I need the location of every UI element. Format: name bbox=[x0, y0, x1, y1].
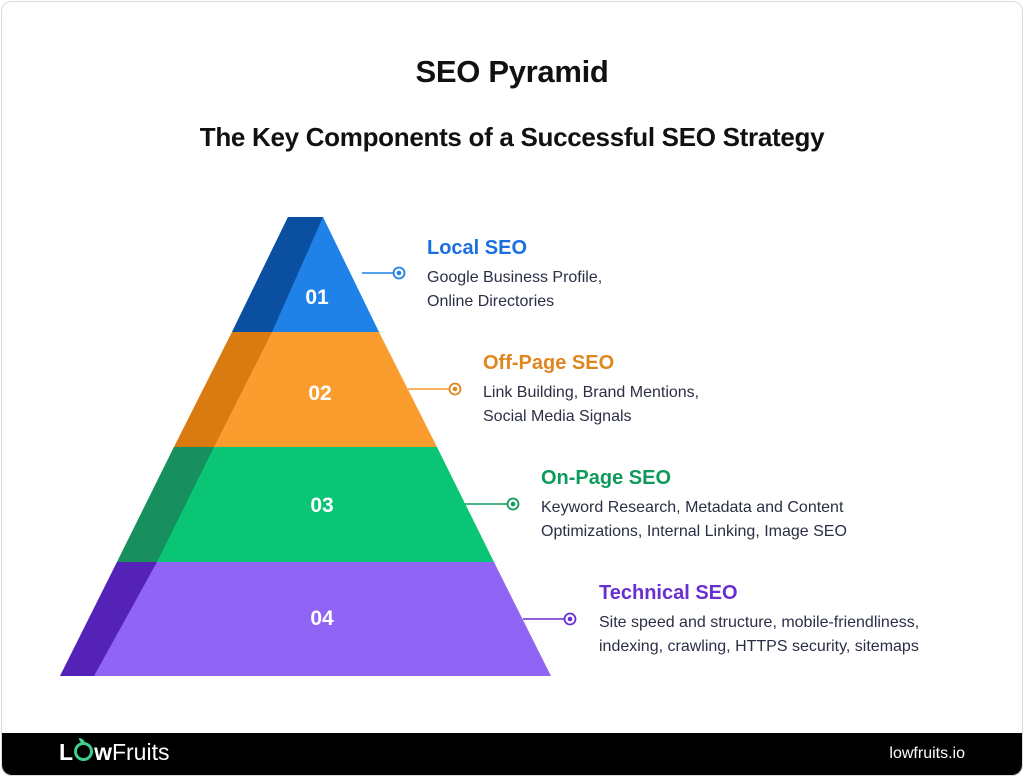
pyramid-tier-1 bbox=[232, 217, 406, 332]
tier-text-line: Keyword Research, Metadata and Content bbox=[541, 499, 844, 516]
tier-description-4: Technical SEO Site speed and structure, … bbox=[599, 581, 919, 659]
pyramid-tier-3 bbox=[117, 447, 520, 562]
tier-text-line: Optimizations, Internal Linking, Image S… bbox=[541, 523, 847, 540]
tier-number-2: 02 bbox=[308, 382, 332, 405]
tier-text-line: Online Directories bbox=[427, 293, 555, 310]
tier-text-line: Link Building, Brand Mentions, bbox=[483, 384, 700, 401]
tier-number-3: 03 bbox=[310, 494, 334, 517]
tier-text-line: indexing, crawling, HTTPS security, site… bbox=[599, 638, 919, 655]
logo-text-suffix: Fruits bbox=[111, 739, 170, 765]
tier-text-line: Site speed and structure, mobile-friendl… bbox=[599, 614, 920, 631]
logo-text-middle: w bbox=[94, 739, 112, 765]
tier-text-line: Social Media Signals bbox=[483, 408, 632, 425]
tier-description-2: Off-Page SEO Link Building, Brand Mentio… bbox=[483, 351, 699, 429]
website-link[interactable]: lowfruits.io bbox=[889, 745, 965, 762]
fruit-o-icon bbox=[73, 738, 94, 766]
logo-text-prefix: L bbox=[59, 739, 74, 765]
tier-heading: Technical SEO bbox=[599, 582, 738, 604]
pyramid-tier-2 bbox=[174, 332, 462, 447]
tier-description-1: Local SEO Google Business Profile, Onlin… bbox=[427, 236, 602, 314]
tier-heading: Off-Page SEO bbox=[483, 352, 615, 374]
page-subtitle: The Key Components of a Successful SEO S… bbox=[199, 122, 825, 152]
tier-number-4: 04 bbox=[310, 607, 334, 630]
pyramid-tier-4 bbox=[60, 562, 577, 676]
leaf-icon bbox=[79, 738, 86, 744]
tier-heading: On-Page SEO bbox=[541, 467, 672, 489]
pyramid-diagram bbox=[60, 217, 577, 676]
tier-number-1: 01 bbox=[305, 286, 329, 309]
tier-text-line: Google Business Profile, bbox=[427, 269, 603, 286]
page-title: SEO Pyramid bbox=[415, 54, 609, 89]
tier-description-3: On-Page SEO Keyword Research, Metadata a… bbox=[541, 466, 847, 544]
tier-heading: Local SEO bbox=[427, 237, 528, 259]
